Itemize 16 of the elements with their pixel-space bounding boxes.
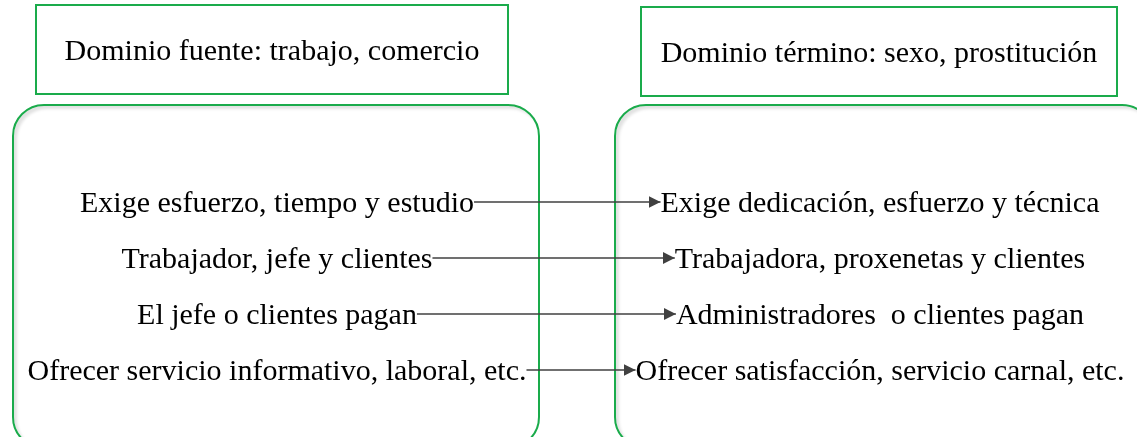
statement-text: Ofrecer satisfacción, servicio carnal, etc.	[635, 352, 1125, 388]
arrow	[416, 308, 677, 320]
arrow	[525, 364, 637, 376]
domain-heading: Dominio fuente: trabajo, comercio	[35, 4, 509, 95]
statement-text: Trabajador, jefe y clientes	[121, 240, 433, 276]
domain-heading: Dominio término: sexo, prostitución	[640, 6, 1118, 97]
statement-text: Administradores o clientes pagan	[675, 296, 1085, 332]
statement-text: Ofrecer servicio informativo, laboral, etc.	[27, 352, 527, 388]
arrow	[431, 252, 676, 264]
rounded-panel	[614, 104, 1137, 437]
rounded-panel	[12, 104, 540, 437]
statement-text: Exige dedicación, esfuerzo y técnica	[660, 184, 1100, 220]
arrow	[473, 196, 662, 208]
statement-text: El jefe o clientes pagan	[137, 296, 417, 332]
statement-text: Exige esfuerzo, tiempo y estudio	[79, 184, 475, 220]
statement-text: Trabajadora, proxenetas y clientes	[674, 240, 1086, 276]
